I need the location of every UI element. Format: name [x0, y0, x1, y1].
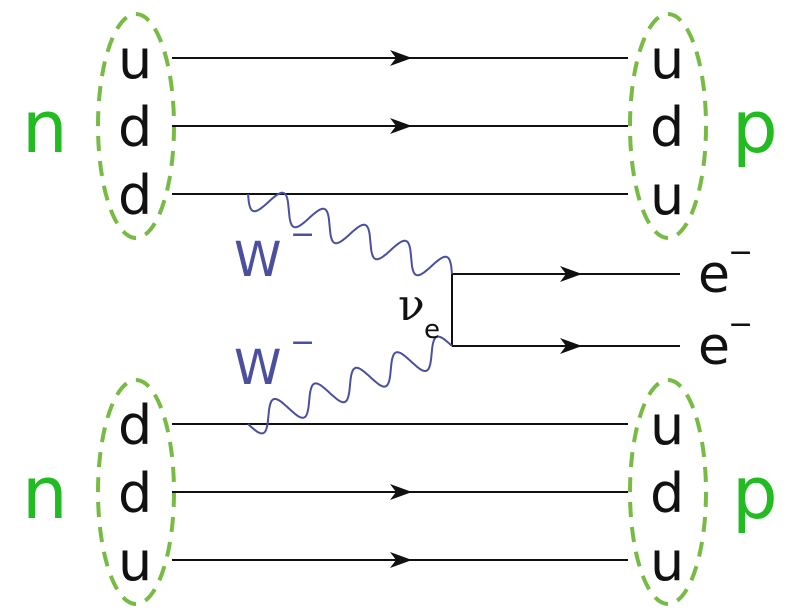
upper-in-quark: d: [118, 164, 152, 227]
arrow-head-icon: [390, 484, 412, 500]
lower-out-quark: u: [650, 394, 684, 457]
arrow-head-icon: [390, 118, 412, 134]
electron-label: e: [698, 245, 730, 305]
w-boson-upper-wave: [247, 191, 453, 277]
electron-label: e: [698, 317, 730, 377]
electron-charge: −: [728, 235, 753, 270]
electron-charge: −: [728, 307, 753, 342]
lower-in-quark: d: [118, 462, 152, 525]
lower-right-group: [628, 378, 708, 606]
lower-out-quark: d: [650, 462, 684, 525]
arrow-head-icon: [560, 266, 582, 282]
arrow-head-icon: [390, 50, 412, 66]
w-boson-lower-label: W: [234, 340, 281, 396]
lower-in-quark: d: [118, 394, 152, 457]
arrow-head-icon: [560, 338, 582, 354]
upper-out-quark: u: [650, 164, 684, 227]
upper-out-quark: u: [650, 28, 684, 91]
neutrino-symbol: ν: [398, 280, 425, 331]
neutrino-subscript: e: [424, 315, 440, 345]
w-boson-upper-label: W: [234, 232, 281, 288]
upper-neutron-label: n: [22, 85, 68, 169]
lower-out-quark: u: [650, 530, 684, 593]
lower-neutron-label: n: [22, 451, 68, 535]
upper-right-group: [628, 12, 708, 240]
w-boson-upper-charge: −: [290, 217, 315, 252]
upper-in-quark: u: [118, 28, 152, 91]
w-boson-lower-wave: [247, 335, 453, 435]
upper-proton-label: p: [732, 85, 778, 169]
lower-proton-label: p: [732, 451, 778, 535]
arrow-head-icon: [390, 552, 412, 568]
w-boson-lower-charge: −: [290, 325, 315, 360]
upper-out-quark: d: [650, 96, 684, 159]
lower-in-quark: u: [118, 530, 152, 593]
upper-in-quark: d: [118, 96, 152, 159]
